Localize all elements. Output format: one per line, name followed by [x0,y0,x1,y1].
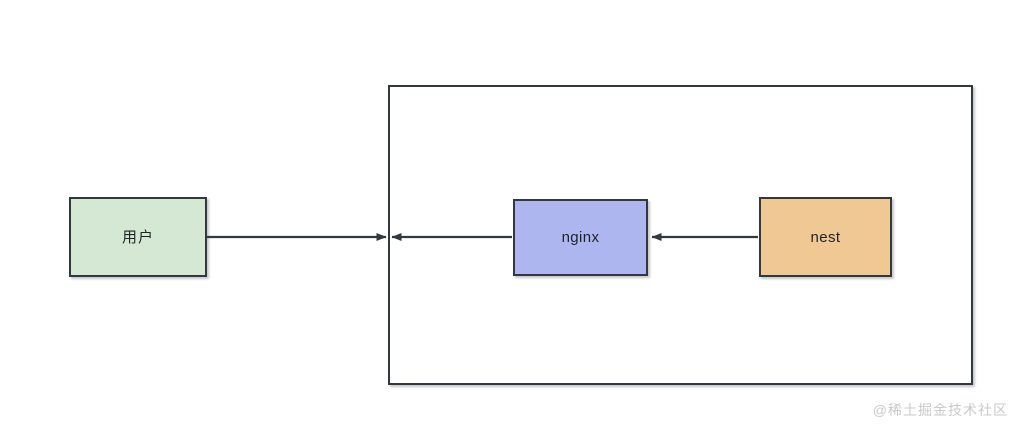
node-nginx-label: nginx [561,229,600,246]
server-boundary-group[interactable] [388,85,973,385]
node-nest[interactable]: nest [759,197,892,277]
node-user[interactable]: 用户 [69,197,207,277]
node-nest-label: nest [810,228,841,246]
watermark: @稀土掘金技术社区 [872,402,1008,418]
node-nginx[interactable]: nginx [513,199,648,276]
node-user-label: 用户 [121,228,154,246]
